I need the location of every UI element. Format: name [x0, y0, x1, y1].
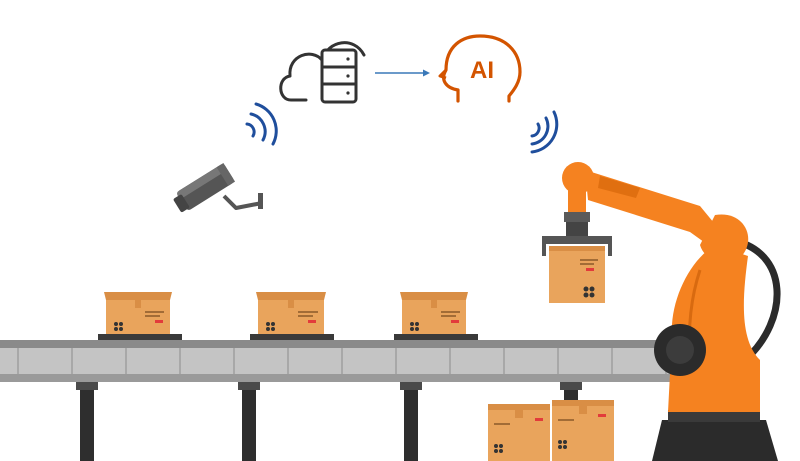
conveyor-belt-icon — [0, 340, 690, 461]
security-camera-icon — [173, 162, 263, 213]
robotic-arm-icon — [542, 162, 781, 461]
ai-head-icon: AI — [438, 34, 522, 103]
ai-label: AI — [470, 57, 494, 84]
cardboard-box-icon — [250, 292, 334, 340]
cardboard-box-icon — [549, 246, 605, 303]
cardboard-box-icon — [552, 400, 614, 461]
wifi-signal-icon — [530, 110, 559, 154]
cardboard-box-icon — [98, 292, 182, 340]
cardboard-box-icon — [488, 404, 550, 461]
arrow-right-icon — [375, 69, 430, 77]
cardboard-box-icon — [394, 292, 478, 340]
wifi-signal-icon — [245, 102, 278, 146]
cloud-server-icon — [279, 41, 366, 104]
